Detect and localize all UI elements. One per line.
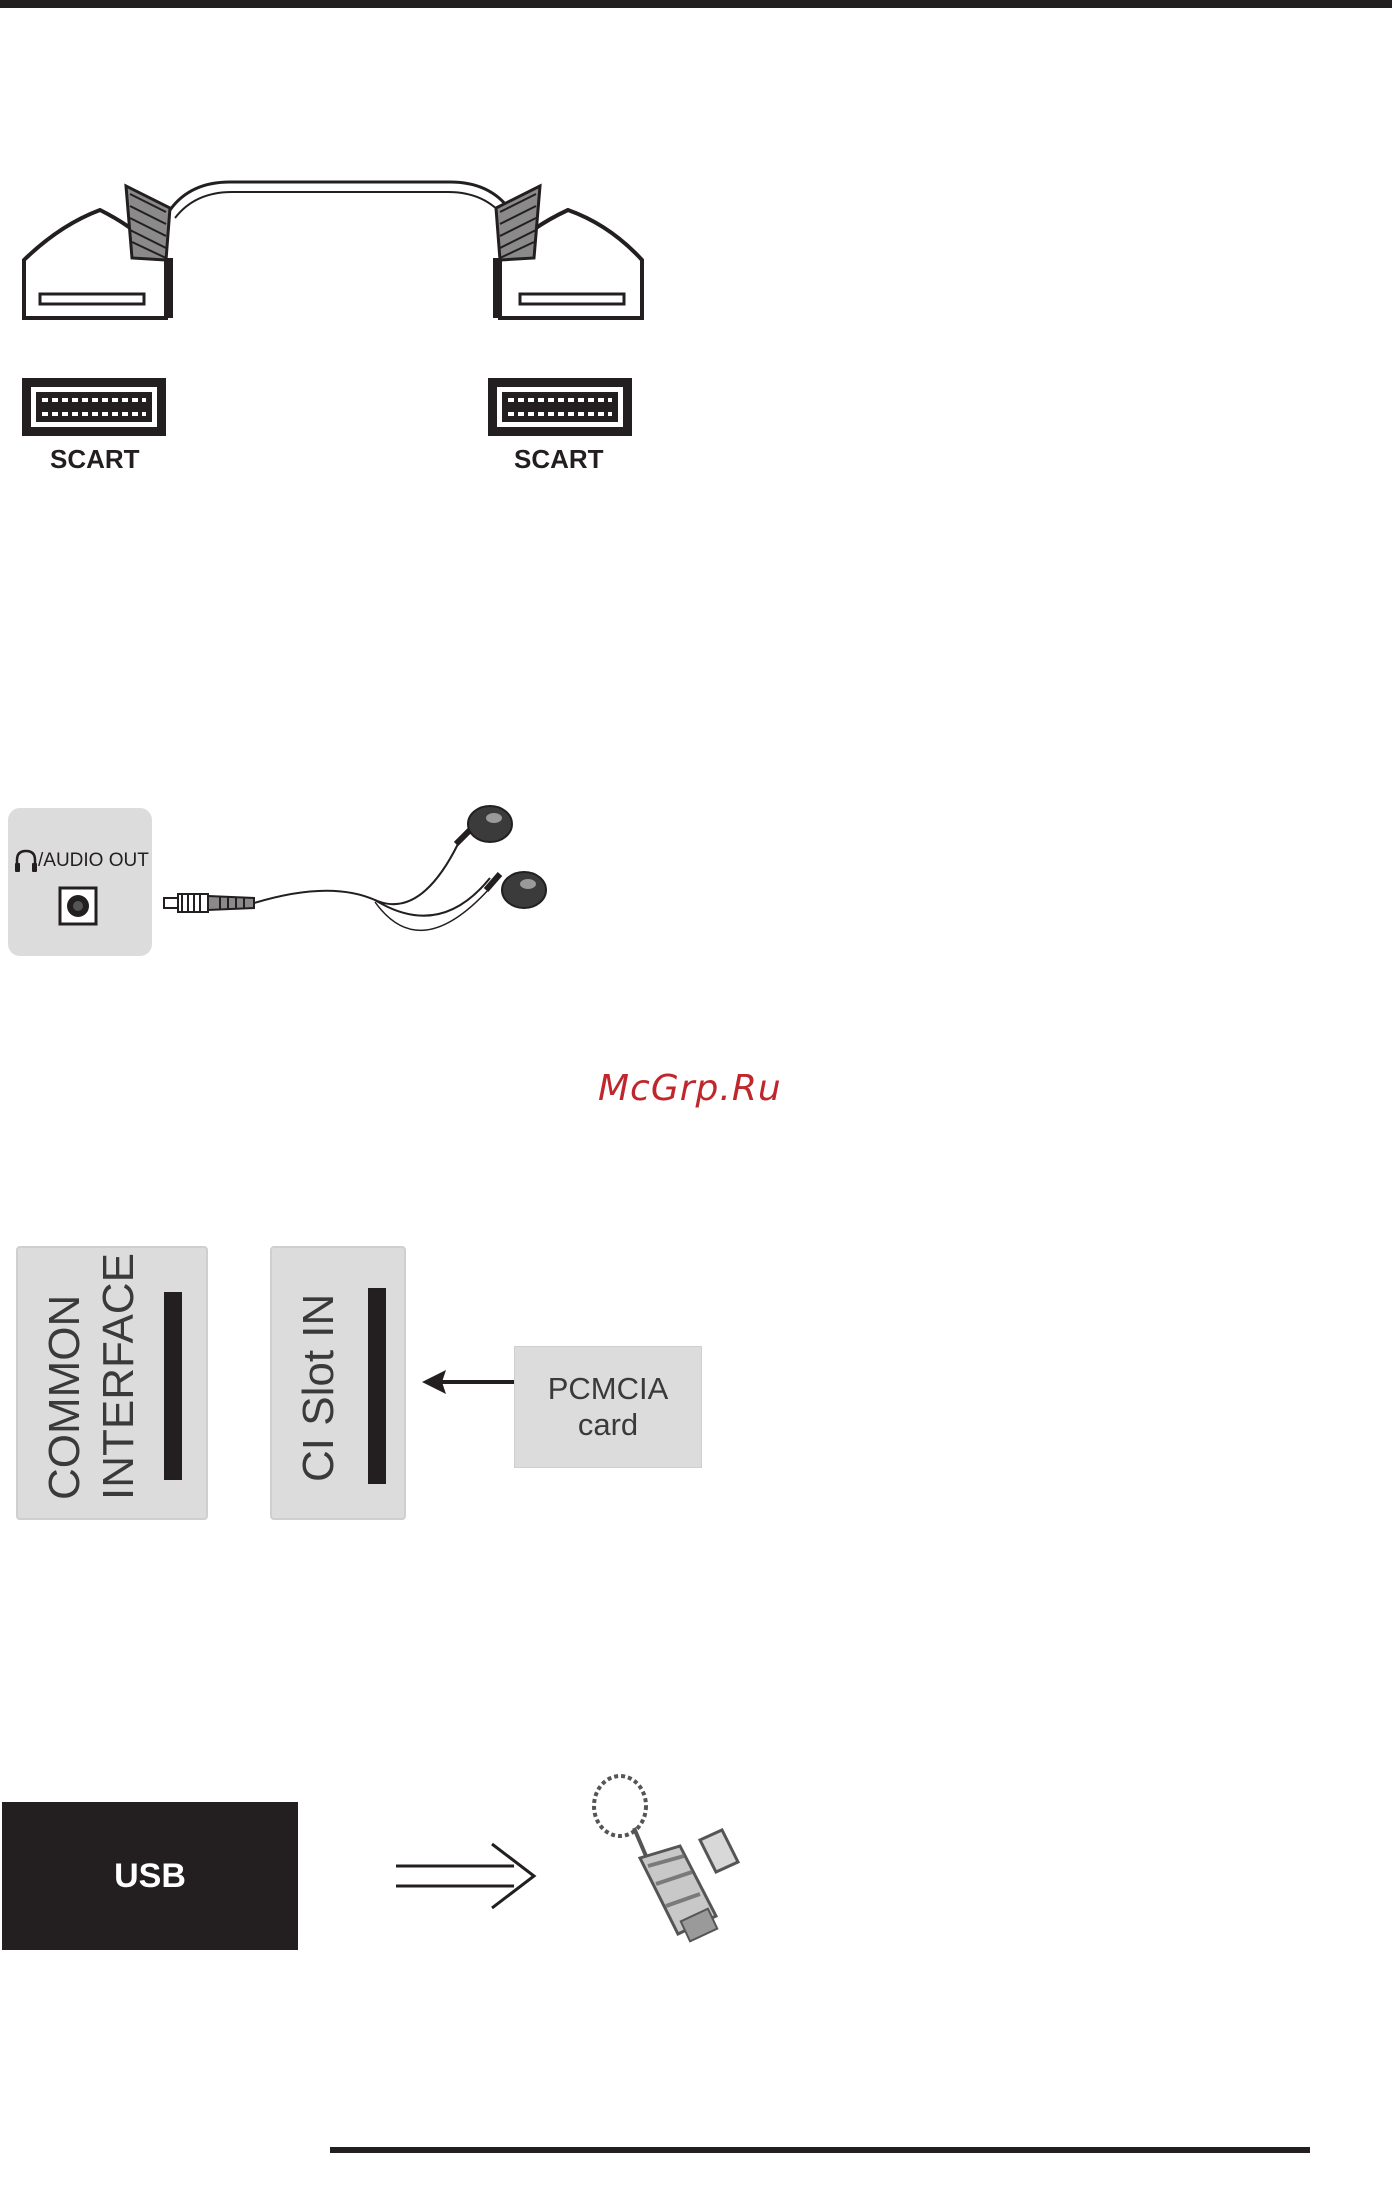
double-arrow-right-icon (394, 1840, 540, 1912)
scart-cable-illustration (20, 170, 660, 490)
common-interface-panel: COMMON INTERFACE (16, 1246, 208, 1520)
ci-slot-label: CI Slot IN (294, 1294, 344, 1482)
pcmcia-card-line1: PCMCIA (548, 1371, 669, 1407)
scart-label-right: SCART (514, 444, 604, 475)
scart-plug-right (496, 186, 642, 318)
bottom-rule (330, 2147, 1310, 2153)
pcmcia-card: PCMCIA card (514, 1346, 702, 1468)
ci-slot-panel: CI Slot IN (270, 1246, 406, 1520)
top-rule (0, 0, 1392, 8)
watermark: McGrp.Ru (598, 1068, 782, 1109)
usb-flash-drive-icon (580, 1766, 750, 1946)
arrow-left-icon (420, 1366, 516, 1398)
scart-socket-right (488, 378, 632, 436)
audio-out-panel (8, 808, 152, 956)
scart-plug-left (24, 186, 170, 318)
headphone-icon (14, 848, 38, 874)
audio-out-label: /AUDIO OUT (38, 850, 149, 872)
scart-label-left: SCART (50, 444, 140, 475)
audio-jack (58, 886, 98, 926)
common-interface-label-line2: INTERFACE (94, 1253, 144, 1500)
scart-socket-left (22, 378, 166, 436)
common-interface-label-line1: COMMON (40, 1295, 90, 1500)
earphones-illustration (160, 800, 560, 970)
pcmcia-card-line2: card (578, 1407, 638, 1443)
usb-label: USB (114, 1857, 186, 1896)
usb-port-label-box: USB (2, 1802, 298, 1950)
common-interface-slot (164, 1292, 182, 1480)
ci-slot (368, 1288, 386, 1484)
